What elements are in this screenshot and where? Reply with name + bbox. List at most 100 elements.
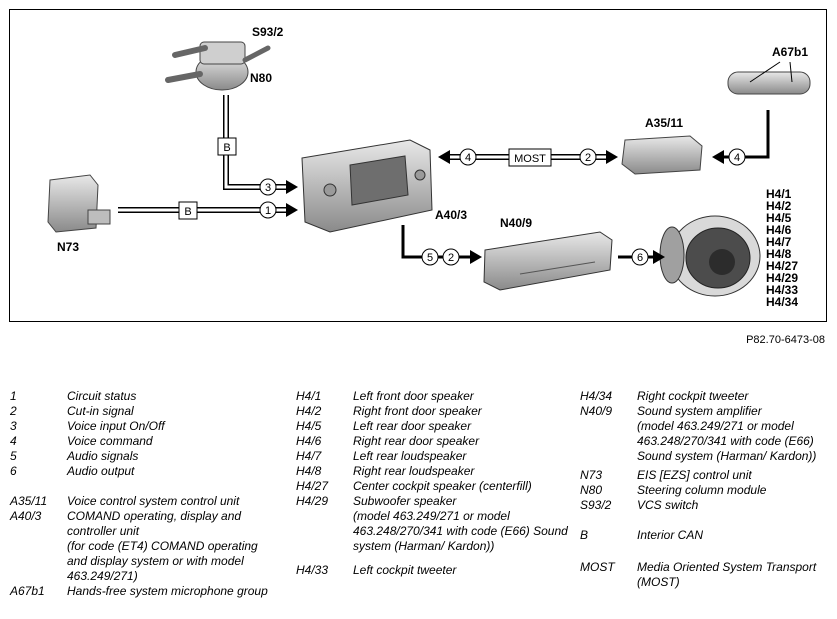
label-a35-11: A35/11 xyxy=(645,116,683,130)
sound-amplifier xyxy=(483,231,613,291)
legend-key: H4/5 xyxy=(296,419,322,433)
connection-most: 4 MOST 2 xyxy=(438,148,618,167)
legend-text: Interior CAN xyxy=(637,528,704,542)
speaker xyxy=(659,215,761,297)
connection-n40-speaker: 6 xyxy=(618,248,665,266)
diagram: S93/2 N80 A67b1 A35/11 N73 A40/3 N40/9 H… xyxy=(47,25,811,309)
legend-text: COMAND operating, display and controller… xyxy=(67,509,258,583)
legend-text: Subwoofer speaker (model 463.249/271 or … xyxy=(353,494,568,553)
legend-text: Left rear door speaker xyxy=(353,419,472,433)
steering-column-module xyxy=(165,41,271,91)
legend-text: Media Oriented System Transport (MOST) xyxy=(637,560,817,589)
legend-row: A35/11 Voice control system control unit xyxy=(10,494,280,509)
legend-key: H4/2 xyxy=(296,404,322,418)
legend-text: Cut-in signal xyxy=(67,404,134,418)
signal-5: 5 xyxy=(427,252,433,264)
legend-text: EIS [EZS] control unit xyxy=(637,468,752,482)
speaker-label-2: H4/5 xyxy=(766,211,792,225)
legend-key: H4/27 xyxy=(296,479,329,493)
legend-key: 5 xyxy=(10,449,17,463)
legend-row: H4/34 Right cockpit tweeter xyxy=(580,389,830,404)
legend-key: H4/34 xyxy=(580,389,613,403)
legend-text: Right rear door speaker xyxy=(353,434,480,448)
legend-row: H4/1 Left front door speaker xyxy=(296,389,568,404)
legend-text: Left rear loudspeaker xyxy=(353,449,467,463)
legend-key: H4/29 xyxy=(296,494,329,508)
voice-control-unit xyxy=(621,135,703,175)
legend-key: 6 xyxy=(10,464,17,478)
signal-6: 6 xyxy=(637,252,643,264)
signal-3: 3 xyxy=(265,182,271,194)
legend-text: Voice control system control unit xyxy=(67,494,240,508)
legend-key: H4/8 xyxy=(296,464,322,478)
label-n80: N80 xyxy=(250,71,272,85)
legend-key: MOST xyxy=(580,560,615,574)
legend-key: N80 xyxy=(580,483,603,497)
figure-reference: P82.70-6473-08 xyxy=(746,334,825,346)
label-a40-3: A40/3 xyxy=(435,208,467,222)
legend-row: H4/27 Center cockpit speaker (centerfill) xyxy=(296,479,568,494)
label-n73: N73 xyxy=(57,240,79,254)
comand-unit xyxy=(301,139,433,233)
legend-text: Right rear loudspeaker xyxy=(353,464,475,478)
legend-key: H4/33 xyxy=(296,563,329,577)
legend-text: Circuit status xyxy=(67,389,137,403)
legend-key: A67b1 xyxy=(10,584,45,598)
speaker-label-7: H4/29 xyxy=(766,271,798,285)
microphone-group xyxy=(727,61,811,95)
legend-row: H4/8 Right rear loudspeaker xyxy=(296,464,568,479)
legend-row: MOST Media Oriented System Transport (MOS… xyxy=(580,560,830,590)
speaker-label-3: H4/6 xyxy=(766,223,792,237)
speaker-label-6: H4/27 xyxy=(766,259,798,273)
legend-text: VCS switch xyxy=(637,498,699,512)
speaker-label-1: H4/2 xyxy=(766,199,792,213)
legend-key: N73 xyxy=(580,468,603,482)
legend-text: Sound system amplifier (model 463.249/27… xyxy=(637,404,817,463)
signal-1: 1 xyxy=(265,205,271,217)
signal-4b: 4 xyxy=(734,152,740,164)
speaker-label-8: H4/33 xyxy=(766,283,798,297)
legend-key: A40/3 xyxy=(10,509,42,523)
legend-text: Voice input On/Off xyxy=(67,419,165,433)
connection-n80-a40: B 3 xyxy=(217,95,298,196)
speaker-label-4: H4/7 xyxy=(766,235,792,249)
legend-text: Right cockpit tweeter xyxy=(637,389,749,403)
legend-row: A40/3 COMAND operating, display and contr… xyxy=(10,509,280,584)
bus-b-left: B xyxy=(184,206,191,218)
legend-text: Center cockpit speaker (centerfill) xyxy=(353,479,532,493)
legend-row: 5 Audio signals xyxy=(10,449,280,464)
legend-text: Audio signals xyxy=(67,449,139,463)
legend-key: 3 xyxy=(10,419,17,433)
legend-row: H4/5 Left rear door speaker xyxy=(296,419,568,434)
bus-most: MOST xyxy=(514,153,546,165)
label-a67b1: A67b1 xyxy=(772,45,808,59)
speaker-label-5: H4/8 xyxy=(766,247,792,261)
signal-4a: 4 xyxy=(465,152,471,164)
legend-key: A35/11 xyxy=(10,494,48,508)
legend-text: Left front door speaker xyxy=(353,389,474,403)
speaker-label-9: H4/34 xyxy=(766,295,798,309)
signal-2: 2 xyxy=(585,152,591,164)
legend-row: N40/9 Sound system amplifier (model 463.2… xyxy=(580,404,830,464)
connection-n73-a40: B 1 xyxy=(118,201,298,220)
legend-row: N73 EIS [EZS] control unit xyxy=(580,468,830,483)
legend-key: 4 xyxy=(10,434,17,448)
signal-2b: 2 xyxy=(448,252,454,264)
legend-key: N40/9 xyxy=(580,404,613,418)
speaker-label-0: H4/1 xyxy=(766,187,792,201)
legend-key: H4/1 xyxy=(296,389,322,403)
diagram-frame xyxy=(9,9,827,322)
connection-mic-a35: 4 xyxy=(712,110,770,166)
legend-text: Hands-free system microphone group xyxy=(67,584,268,598)
label-s93-2: S93/2 xyxy=(252,25,284,39)
